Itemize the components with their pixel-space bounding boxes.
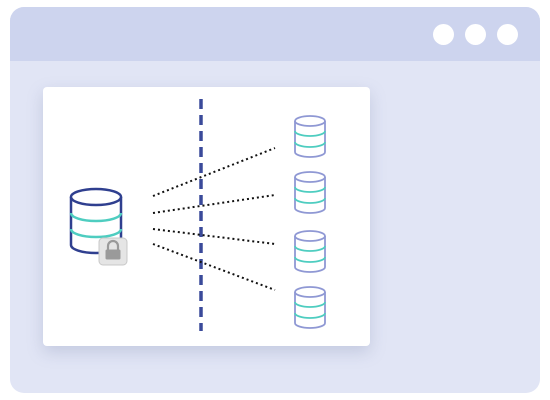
diagram-card	[43, 87, 370, 346]
lock-icon	[98, 237, 128, 266]
connector-lines	[152, 147, 276, 291]
connector-line	[152, 228, 276, 245]
database-icon	[294, 230, 326, 273]
connector-line	[152, 243, 276, 291]
connector-line	[152, 147, 276, 197]
database-icon	[294, 115, 326, 158]
replication-diagram	[69, 99, 326, 331]
connector-line	[152, 194, 276, 214]
database-icon	[294, 171, 326, 214]
window-control-dot[interactable]	[465, 24, 486, 45]
window-control-dot[interactable]	[433, 24, 454, 45]
title-bar	[10, 7, 540, 61]
browser-window	[10, 7, 540, 393]
database-icon	[294, 286, 326, 329]
window-control-dot[interactable]	[497, 24, 518, 45]
